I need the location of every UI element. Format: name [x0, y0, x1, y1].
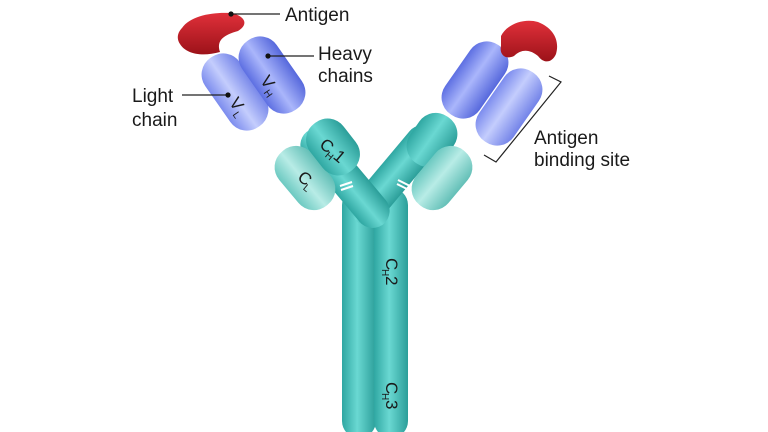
antigen-binding-site-label-line2: binding site — [534, 150, 630, 171]
disulfide-bridge-left — [339, 181, 354, 191]
heavy-chains-label-line2: chains — [318, 66, 373, 87]
heavy-chain-stem-left — [342, 188, 376, 432]
vl-sub-text: L — [230, 110, 242, 121]
callout-light-chain: Light chain — [132, 86, 231, 131]
right-vl-domain — [475, 68, 543, 146]
ch2-num-text: 2 — [382, 276, 401, 285]
light-chain-label-line2: chain — [132, 110, 177, 131]
light-chain-label-line1: Light — [132, 86, 174, 107]
callout-antigen: Antigen — [228, 5, 349, 26]
ch2-sub-text: H — [379, 269, 390, 276]
antigen-label: Antigen — [285, 5, 349, 26]
segment-label-ch2: C H 2 — [379, 258, 401, 285]
heavy-chains-label-line1: Heavy — [318, 44, 372, 65]
right-cl-domain — [411, 145, 473, 211]
right-vh-domain — [441, 41, 509, 119]
ch3-main-text: C — [382, 382, 401, 394]
antigen-right-shape — [500, 20, 558, 62]
antigen-binding-site-label-line1: Antigen — [534, 128, 598, 149]
left-ch1-domain — [306, 118, 360, 176]
left-vh-domain — [238, 36, 306, 114]
segment-label-ch3: C H 3 — [379, 382, 401, 409]
callout-heavy-chains: Heavy chains — [265, 44, 373, 87]
left-vl-domain — [201, 53, 269, 131]
ch3-num-text: 3 — [382, 400, 401, 409]
left-cl-domain — [274, 145, 336, 211]
left-arm — [201, 36, 390, 228]
callout-antigen-binding-site: Antigen binding site — [483, 75, 630, 171]
antigen-left-shape — [177, 12, 245, 55]
cl-sub-text: L — [300, 183, 312, 195]
disulfide-bridge-right — [396, 179, 411, 191]
ch2-main-text: C — [382, 258, 401, 270]
ch3-sub-text: H — [379, 393, 390, 400]
heavy-chain-stem-right — [374, 188, 408, 432]
